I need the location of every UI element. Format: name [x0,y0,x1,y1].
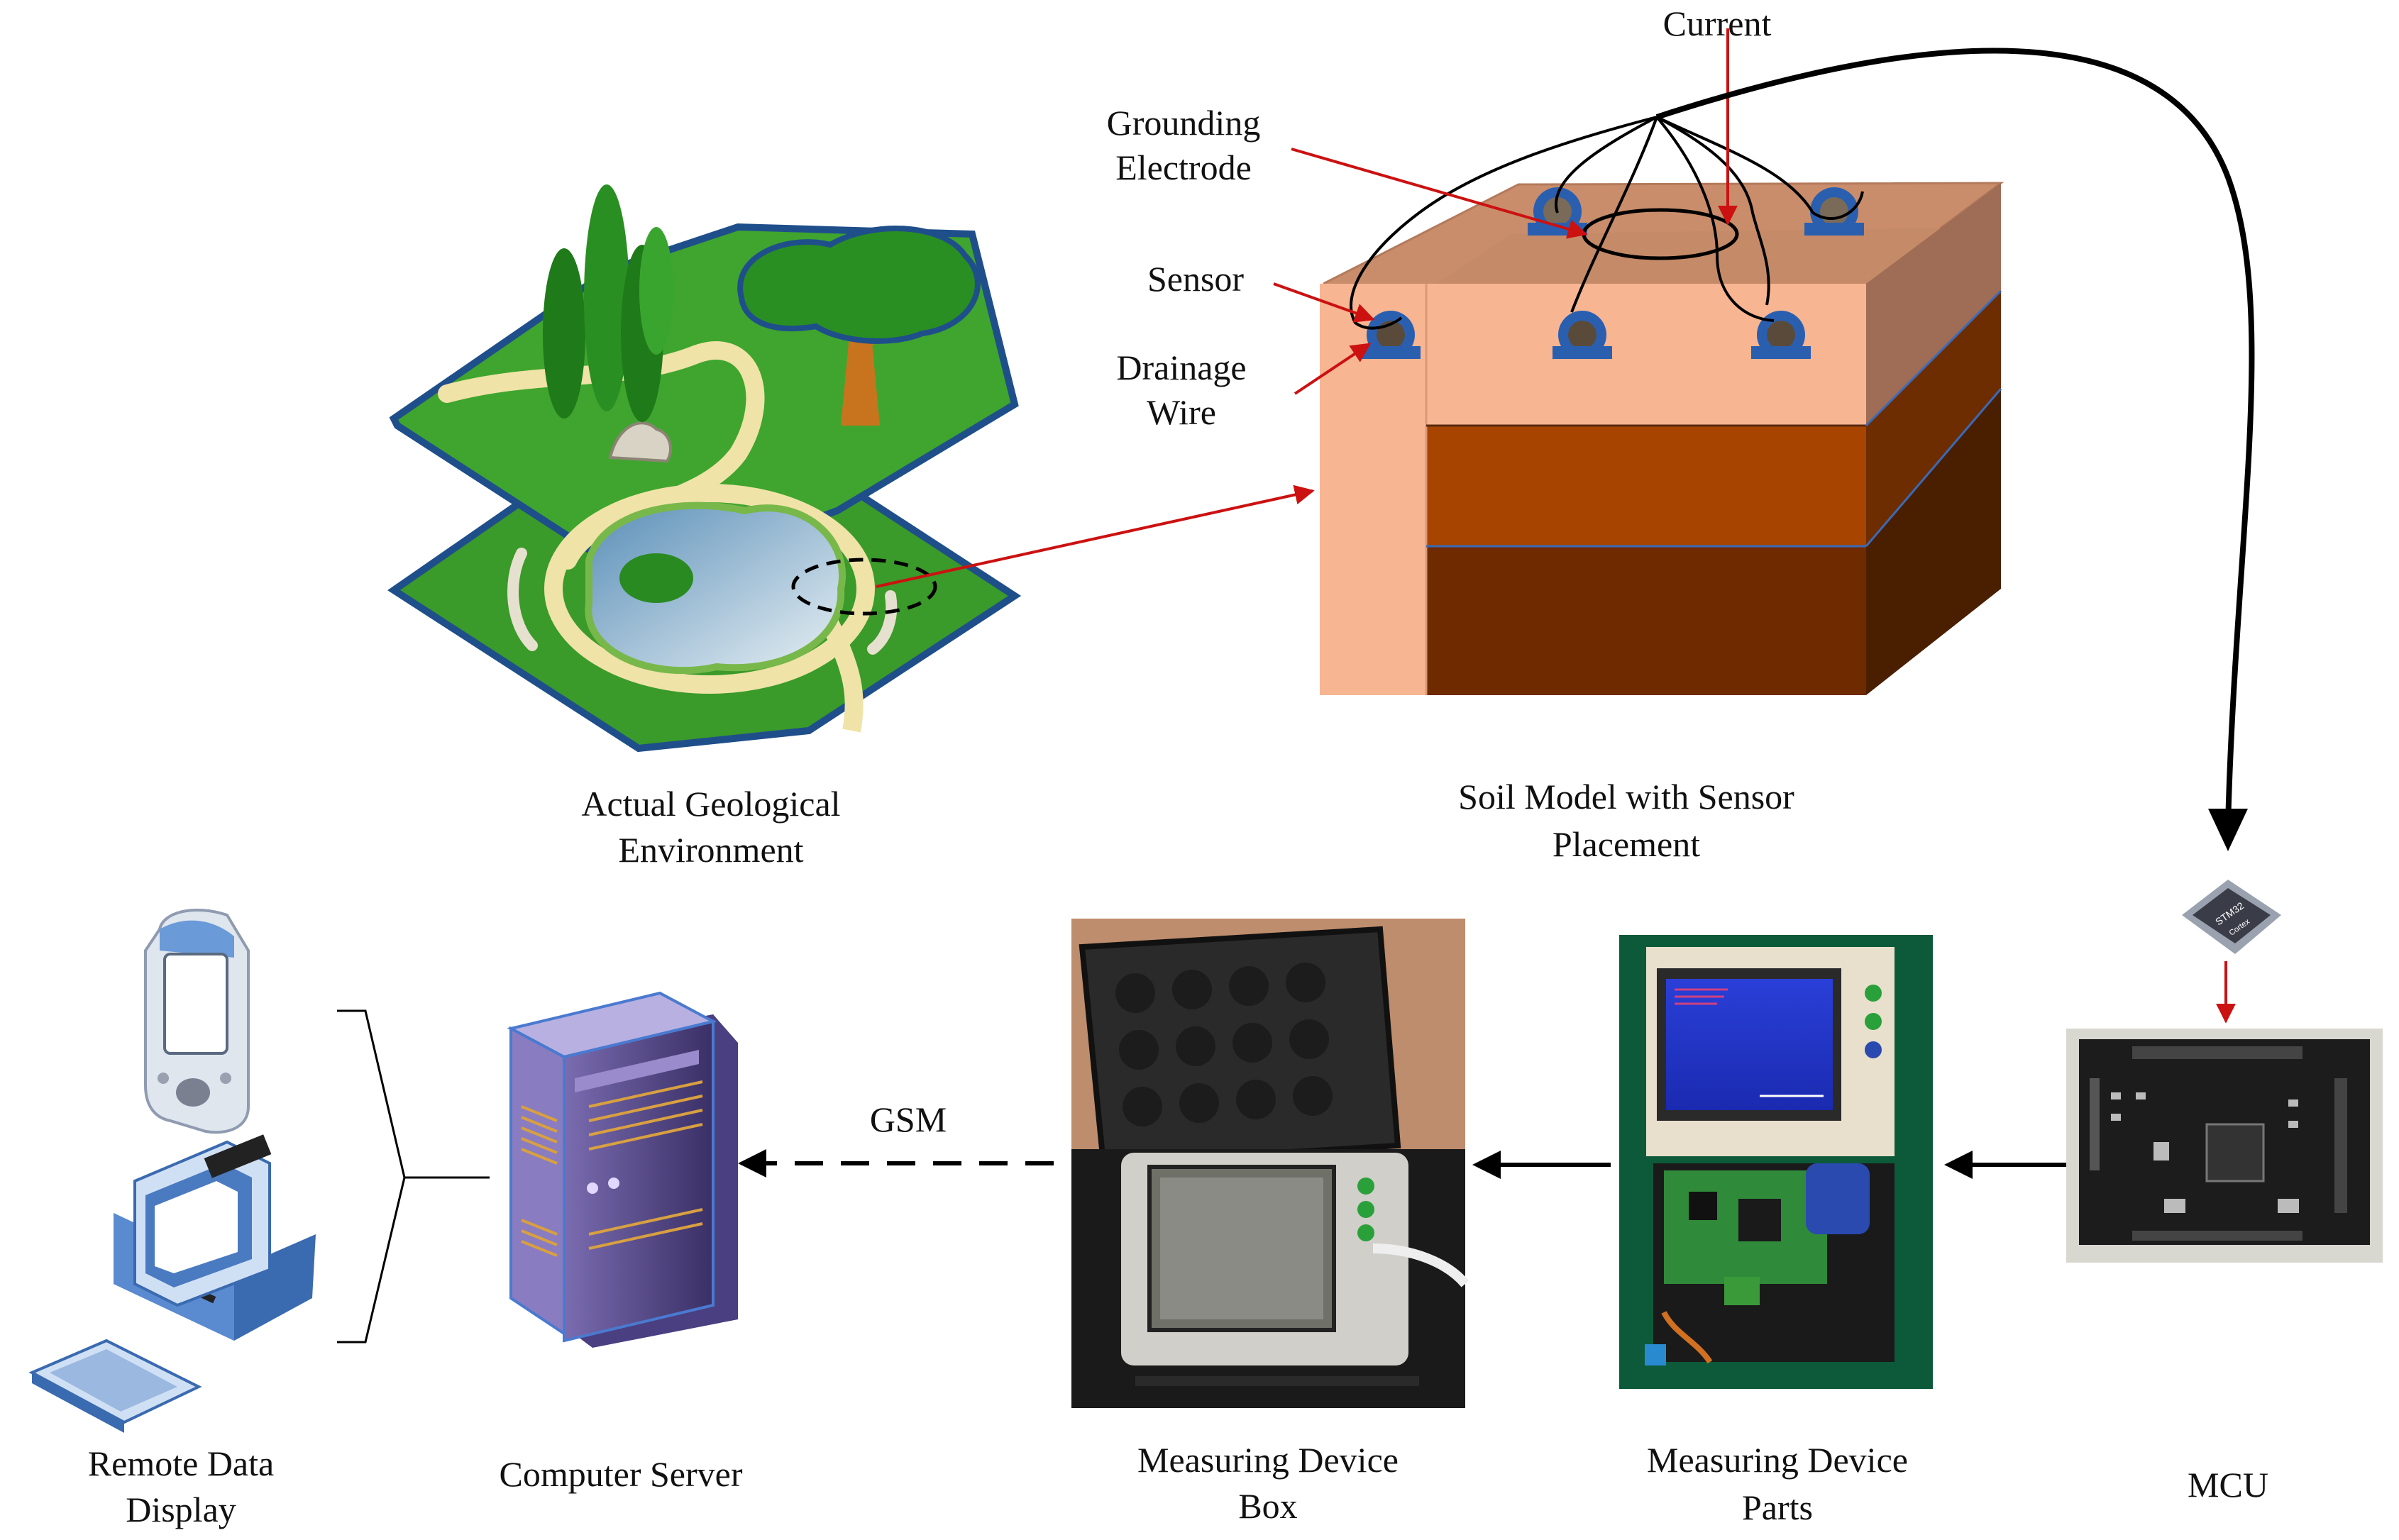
label-grounding-electrode: Grounding [1107,103,1261,143]
drainage-wires [1350,116,1864,330]
label-geological-2: Environment [618,830,803,870]
label-soil-model: Soil Model with Sensor [1458,777,1794,816]
sensor-icon [1553,311,1612,359]
label-soil-model-2: Placement [1553,824,1700,864]
sensor-icon [1751,311,1811,359]
label-current: Current [1663,4,1772,43]
arrow-parts-to-box [1472,1151,1611,1179]
label-device-box-2: Box [1238,1486,1297,1526]
gsm-link [738,1149,1054,1178]
tree-icon [737,226,981,426]
chip-icon: STM32 Cortex [2182,880,2281,954]
rock-icon [608,421,672,463]
mcu-board [2066,1029,2383,1263]
label-drainage-wire: Drainage [1116,348,1246,387]
keyboard-icon [28,1339,202,1433]
annotation-arrows [1273,28,1738,395]
label-remote-display: Remote Data [88,1444,274,1483]
arrow-mcu-to-parts [1944,1151,2068,1179]
label-remote-display-2: Display [126,1490,236,1529]
label-geological: Actual Geological [581,784,840,824]
signal-arrow [1655,48,2255,827]
server-icon [507,991,738,1348]
label-sensor: Sensor [1147,259,1244,299]
label-device-parts: Measuring Device [1647,1440,1908,1480]
label-server: Computer Server [500,1454,743,1494]
label-gsm: GSM [870,1099,947,1139]
label-device-box: Measuring Device [1137,1440,1399,1480]
tree-icon [543,184,673,422]
bracket-connector [337,1009,490,1344]
desktop-pc-icon [114,1134,316,1341]
label-grounding-electrode-2: Electrode [1115,148,1252,187]
label-mcu: MCU [2188,1465,2268,1505]
measuring-device-box [1071,919,1469,1408]
measuring-device-parts [1619,935,1933,1389]
geological-environment [387,184,1315,753]
pond-icon [585,502,846,675]
label-drainage-wire-2: Wire [1147,392,1216,432]
label-device-parts-2: Parts [1742,1488,1813,1527]
pda-icon [144,909,250,1134]
